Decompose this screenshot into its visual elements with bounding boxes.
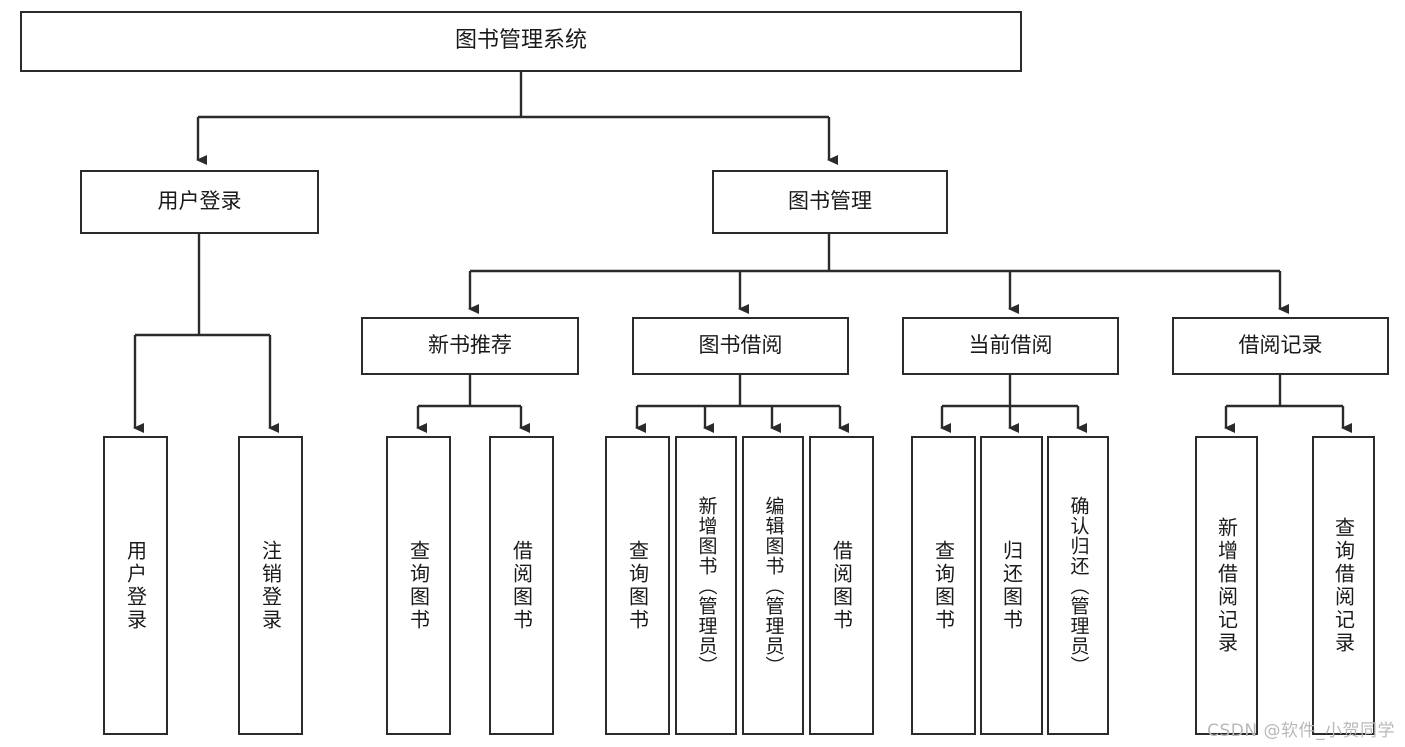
leaf-user-login[interactable]: 用户登录 (103, 436, 168, 735)
node-book-management[interactable]: 图书管理 (712, 170, 948, 234)
node-label: 归还图书 (999, 539, 1024, 632)
leaf-query-borrow-record[interactable]: 查询借阅记录 (1312, 436, 1375, 735)
node-current-borrowing[interactable]: 当前借阅 (902, 317, 1119, 375)
node-label: 用户登录 (157, 189, 242, 214)
leaf-borrow-book[interactable]: 借阅图书 (809, 436, 874, 735)
node-label: 新增图书（管理员） (695, 495, 718, 676)
node-label: 编辑图书（管理员） (762, 495, 785, 676)
node-new-book-recommendation[interactable]: 新书推荐 (361, 317, 579, 375)
node-user-login[interactable]: 用户登录 (80, 170, 319, 234)
node-label: 确认归还（管理员） (1067, 495, 1090, 676)
leaf-borrow-book-new[interactable]: 借阅图书 (489, 436, 554, 735)
node-book-borrowing[interactable]: 图书借阅 (632, 317, 849, 375)
node-label: 注销登录 (258, 539, 283, 632)
leaf-add-book-admin[interactable]: 新增图书（管理员） (675, 436, 737, 735)
node-borrowing-record[interactable]: 借阅记录 (1172, 317, 1389, 375)
node-label: 借阅图书 (509, 539, 534, 632)
node-label: 用户登录 (123, 539, 148, 632)
node-label: 新增借阅记录 (1214, 516, 1239, 655)
node-label: 查询图书 (406, 539, 431, 632)
node-root-book-management-system[interactable]: 图书管理系统 (20, 11, 1022, 72)
leaf-confirm-return-admin[interactable]: 确认归还（管理员） (1047, 436, 1109, 735)
leaf-query-book-borrow[interactable]: 查询图书 (605, 436, 670, 735)
node-label: 查询借阅记录 (1331, 516, 1356, 655)
node-label: 图书借阅 (698, 333, 783, 358)
node-label: 图书管理系统 (454, 28, 587, 54)
leaf-return-book[interactable]: 归还图书 (980, 436, 1043, 735)
node-label: 借阅图书 (829, 539, 854, 632)
leaf-query-book-current[interactable]: 查询图书 (911, 436, 976, 735)
node-label: 查询图书 (931, 539, 956, 632)
node-label: 借阅记录 (1238, 333, 1323, 358)
node-label: 查询图书 (625, 539, 650, 632)
leaf-add-borrow-record[interactable]: 新增借阅记录 (1195, 436, 1258, 735)
node-label: 当前借阅 (968, 333, 1053, 358)
leaf-logout[interactable]: 注销登录 (238, 436, 303, 735)
leaf-query-book-new[interactable]: 查询图书 (386, 436, 451, 735)
leaf-edit-book-admin[interactable]: 编辑图书（管理员） (742, 436, 804, 735)
node-label: 图书管理 (788, 189, 872, 214)
node-label: 新书推荐 (428, 333, 512, 358)
